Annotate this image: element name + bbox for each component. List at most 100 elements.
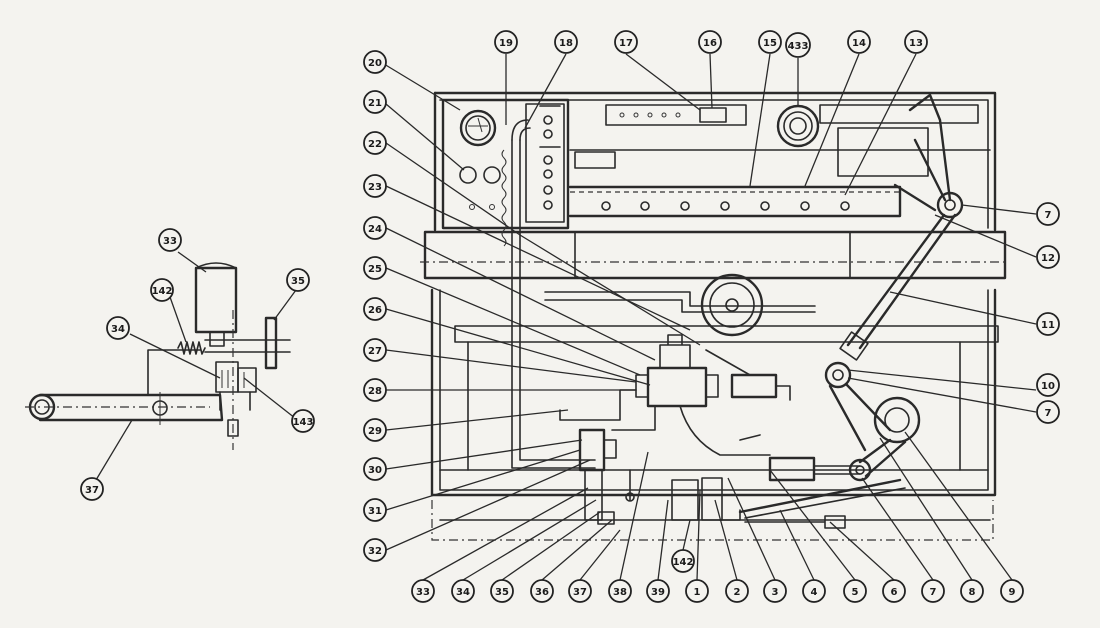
leader-16	[709, 53, 713, 109]
svg-text:34: 34	[456, 587, 470, 598]
crank-wheel-hub	[884, 407, 910, 433]
drain-plug	[625, 492, 635, 502]
leader-38	[619, 451, 649, 581]
solenoid-coil	[603, 439, 617, 459]
detail-view	[25, 262, 291, 450]
lower-posts	[467, 341, 961, 471]
leader-31	[385, 449, 581, 511]
svg-text:23: 23	[368, 182, 382, 193]
indicator-4	[661, 112, 667, 118]
callout-11: 11	[1036, 312, 1060, 336]
indicator-1	[619, 112, 625, 118]
clamp-bolt-1	[601, 201, 611, 211]
indicator-3	[647, 112, 653, 118]
panel-button-4	[543, 169, 553, 179]
detail-switch-detail	[221, 370, 245, 388]
svg-text:37: 37	[573, 587, 587, 598]
detail-motor	[194, 266, 238, 334]
detail-switch-b	[237, 367, 257, 393]
svg-text:7: 7	[1045, 210, 1052, 221]
panel-button-5	[543, 185, 553, 195]
leader-22	[385, 142, 701, 346]
callout-2: 2	[725, 579, 749, 603]
leader-34-detail	[129, 333, 221, 379]
svg-text:26: 26	[368, 305, 382, 316]
callout-26: 26	[363, 297, 387, 321]
solenoid-valve	[578, 428, 606, 472]
tube-stub	[739, 434, 761, 441]
air-line	[705, 349, 751, 376]
svg-text:39: 39	[651, 587, 665, 598]
lower-rail	[454, 325, 999, 343]
svg-text:18: 18	[559, 38, 573, 49]
svg-text:13: 13	[909, 38, 923, 49]
upper-band-block	[574, 151, 616, 169]
leader-21	[385, 103, 465, 171]
air-cylinder	[730, 373, 778, 399]
leader-33-detail	[177, 251, 207, 273]
svg-text:17: 17	[619, 38, 633, 49]
table-bed	[423, 230, 1007, 280]
lower-bracket	[701, 477, 723, 521]
callout-38: 38	[608, 579, 632, 603]
panel-screw-right	[489, 204, 495, 210]
leader-lines	[95, 53, 1037, 581]
leader-7-upper	[961, 204, 1037, 215]
clamp-bolt-3	[680, 201, 690, 211]
callout-433: 433	[785, 32, 811, 58]
clamp-bar	[568, 185, 902, 218]
svg-text:7: 7	[930, 587, 937, 598]
tube-right	[679, 405, 771, 456]
leader-7-lower	[847, 377, 1037, 413]
svg-text:28: 28	[368, 386, 382, 397]
panel-knob-left	[459, 166, 477, 184]
callout-16: 16	[698, 30, 722, 54]
svg-text:10: 10	[1041, 381, 1055, 392]
svg-text:35: 35	[291, 276, 305, 287]
callout-35: 35	[490, 579, 514, 603]
leader-10	[847, 369, 1037, 391]
pivot-upper-center	[944, 199, 956, 211]
svg-text:433: 433	[788, 41, 809, 52]
leader-17	[625, 53, 701, 111]
leader-7-bottom	[861, 477, 934, 581]
leader-142	[682, 519, 691, 551]
callout-9: 9	[1000, 579, 1024, 603]
air-cylinder-fitting	[775, 385, 791, 401]
detail-spring	[177, 341, 206, 355]
leader-1	[696, 489, 701, 581]
leader-26	[385, 308, 651, 386]
panel-button-6	[543, 200, 553, 210]
clamp-bolt-2	[640, 201, 650, 211]
panel-button-3	[543, 155, 553, 165]
leader-12	[934, 214, 1037, 258]
vertical-pipe	[511, 139, 596, 469]
clamp-bolt-4	[720, 201, 730, 211]
hydraulic-block-right-port	[705, 374, 719, 398]
callout-33-detail: 33	[158, 228, 182, 252]
callout-25: 25	[363, 256, 387, 280]
machine-upper-frame-inner	[439, 99, 989, 229]
svg-text:8: 8	[969, 587, 976, 598]
svg-text:27: 27	[368, 346, 382, 357]
callout-142: 142	[671, 549, 695, 573]
svg-text:33: 33	[163, 236, 177, 247]
callout-21: 21	[363, 90, 387, 114]
svg-text:11: 11	[1041, 320, 1055, 331]
callout-142-detail: 142	[150, 278, 174, 302]
base-outline	[431, 500, 994, 541]
digital-readout	[699, 107, 727, 123]
svg-text:14: 14	[852, 38, 866, 49]
leader-14	[804, 53, 860, 187]
svg-text:7: 7	[1045, 408, 1052, 419]
svg-text:12: 12	[1041, 253, 1055, 264]
upper-handle	[908, 93, 952, 202]
gauge-face	[465, 115, 491, 141]
svg-text:15: 15	[763, 38, 777, 49]
adjuster-rod	[744, 515, 846, 529]
leader-5	[769, 469, 856, 581]
callout-24: 24	[363, 216, 387, 240]
leader-11	[889, 291, 1037, 325]
callout-31: 31	[363, 498, 387, 522]
